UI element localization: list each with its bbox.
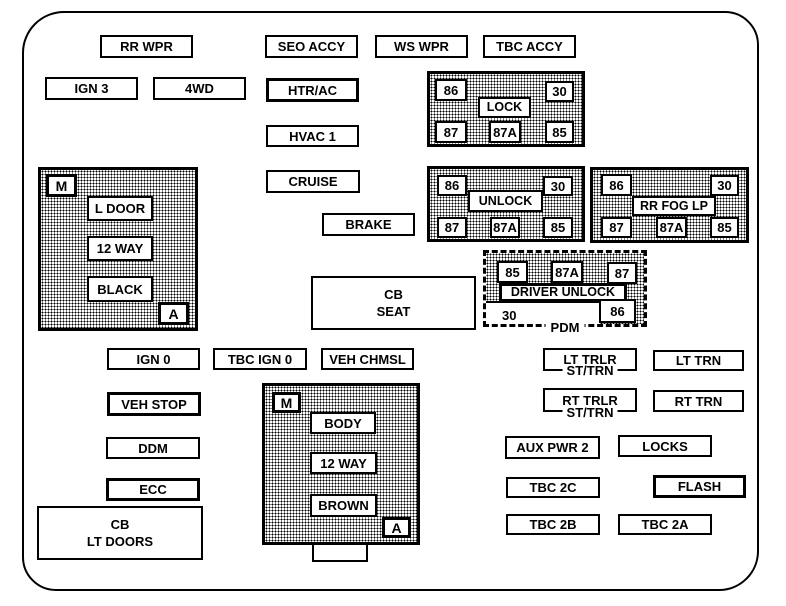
- pdm-pin-87a: 87A: [551, 261, 583, 283]
- connector-center-marker-a: A: [382, 517, 411, 538]
- relay-lock-pin-30: 30: [545, 81, 574, 102]
- connector-left-label-black: BLACK: [87, 276, 153, 302]
- fuse-ign-3: IGN 3: [45, 77, 138, 100]
- relay-unlock: 86 30 UNLOCK 87 87A 85: [427, 166, 585, 242]
- relay-lock-pin-86: 86: [435, 79, 467, 101]
- pdm-pin-86: 86: [599, 299, 636, 323]
- fuse-tbc-ign-0: TBC IGN 0: [213, 348, 307, 370]
- relay-unlock-pin-30: 30: [543, 176, 573, 196]
- connector-center-tab: [312, 542, 368, 562]
- relay-lock-pin-85: 85: [545, 121, 574, 143]
- fuse-rt-trlr-line1: RT TRLR: [562, 392, 618, 408]
- fuse-ecc: ECC: [106, 478, 200, 501]
- fuse-lt-trn: LT TRN: [653, 350, 744, 371]
- relay-rr-fog-pin-87: 87: [601, 217, 632, 238]
- connector-center-label-12-way: 12 WAY: [310, 452, 377, 474]
- connector-center-marker-m: M: [272, 392, 301, 413]
- relay-unlock-pin-85: 85: [543, 217, 573, 238]
- cb-seat-line1: CB: [384, 287, 403, 302]
- panel-outline: [22, 11, 759, 591]
- pdm-pin-87: 87: [607, 262, 637, 284]
- relay-rr-fog-lp: 86 30 RR FOG LP 87 87A 85: [590, 167, 749, 243]
- pdm-pin-30: 30: [502, 308, 517, 323]
- fuse-veh-chmsl: VEH CHMSL: [321, 348, 414, 370]
- fuse-rt-trn: RT TRN: [653, 390, 744, 412]
- fuse-cruise: CRUISE: [266, 170, 360, 193]
- fuse-rt-trlr-line2: ST/TRN: [562, 406, 618, 420]
- relay-rr-fog-title: RR FOG LP: [632, 196, 716, 216]
- fuse-tbc-2c: TBC 2C: [506, 477, 600, 498]
- pdm-lower-area: 30: [486, 301, 600, 324]
- connector-left-marker-a: A: [158, 302, 189, 325]
- relay-lock-pin-87: 87: [435, 121, 467, 143]
- relay-rr-fog-pin-85: 85: [710, 217, 739, 238]
- fuse-seo-accy: SEO ACCY: [265, 35, 358, 58]
- cb-lt-doors-line2: LT DOORS: [86, 534, 154, 549]
- fuse-ddm: DDM: [106, 437, 200, 459]
- cb-seat: CB SEAT: [311, 276, 476, 330]
- pdm-pin-85: 85: [497, 261, 528, 283]
- fuse-tbc-2a: TBC 2A: [618, 514, 712, 535]
- fuse-ws-wpr: WS WPR: [375, 35, 468, 58]
- fuse-tbc-2b: TBC 2B: [506, 514, 600, 535]
- pdm-block: 30 85 87A 87 DRIVER UNLOCK 86 PDM: [483, 250, 647, 334]
- relay-unlock-pin-87a: 87A: [490, 217, 520, 238]
- connector-center: M BODY 12 WAY BROWN A: [262, 383, 420, 545]
- fuse-ign-0: IGN 0: [107, 348, 200, 370]
- relay-lock: 86 30 LOCK 87 87A 85: [427, 71, 585, 147]
- driver-unlock-label: DRIVER UNLOCK: [499, 283, 627, 302]
- relay-rr-fog-pin-87a: 87A: [656, 217, 687, 238]
- fuse-lt-trlr-line2: ST/TRN: [562, 364, 618, 378]
- cb-seat-line2: SEAT: [376, 304, 411, 319]
- relay-unlock-pin-86: 86: [437, 175, 467, 196]
- fuse-flash: FLASH: [653, 475, 746, 498]
- relay-rr-fog-pin-30: 30: [710, 175, 739, 196]
- connector-left-label-l-door: L DOOR: [87, 196, 153, 221]
- fuse-lt-trlr-line1: LT TRLR: [563, 352, 617, 367]
- cb-lt-doors: CB LT DOORS: [37, 506, 203, 560]
- fuse-locks: LOCKS: [618, 435, 712, 457]
- fuse-4wd: 4WD: [153, 77, 246, 100]
- fuse-veh-stop: VEH STOP: [107, 392, 201, 416]
- fuse-lt-trlr-st-trn: LT TRLR ST/TRN: [543, 348, 637, 378]
- fuse-tbc-accy: TBC ACCY: [483, 35, 576, 58]
- connector-center-label-brown: BROWN: [310, 494, 377, 517]
- fuse-rr-wpr: RR WPR: [100, 35, 193, 58]
- fuse-htr-ac: HTR/AC: [266, 78, 359, 102]
- relay-unlock-pin-87: 87: [437, 217, 467, 238]
- fuse-hvac-1: HVAC 1: [266, 125, 359, 147]
- connector-left-marker-m: M: [46, 174, 77, 197]
- connector-left-label-12-way: 12 WAY: [87, 236, 153, 261]
- relay-lock-title: LOCK: [478, 97, 531, 118]
- cb-lt-doors-line1: CB: [110, 517, 130, 532]
- relay-unlock-title: UNLOCK: [468, 190, 543, 212]
- connector-center-label-body: BODY: [310, 412, 376, 434]
- fuse-aux-pwr-2: AUX PWR 2: [505, 436, 600, 459]
- relay-lock-pin-87a: 87A: [489, 121, 521, 143]
- connector-left: M L DOOR 12 WAY BLACK A: [38, 167, 198, 331]
- pdm-label: PDM: [545, 321, 585, 334]
- fuse-brake: BRAKE: [322, 213, 415, 236]
- fuse-rt-trlr-st-trn: RT TRLR ST/TRN: [543, 388, 637, 420]
- relay-rr-fog-pin-86: 86: [601, 174, 632, 196]
